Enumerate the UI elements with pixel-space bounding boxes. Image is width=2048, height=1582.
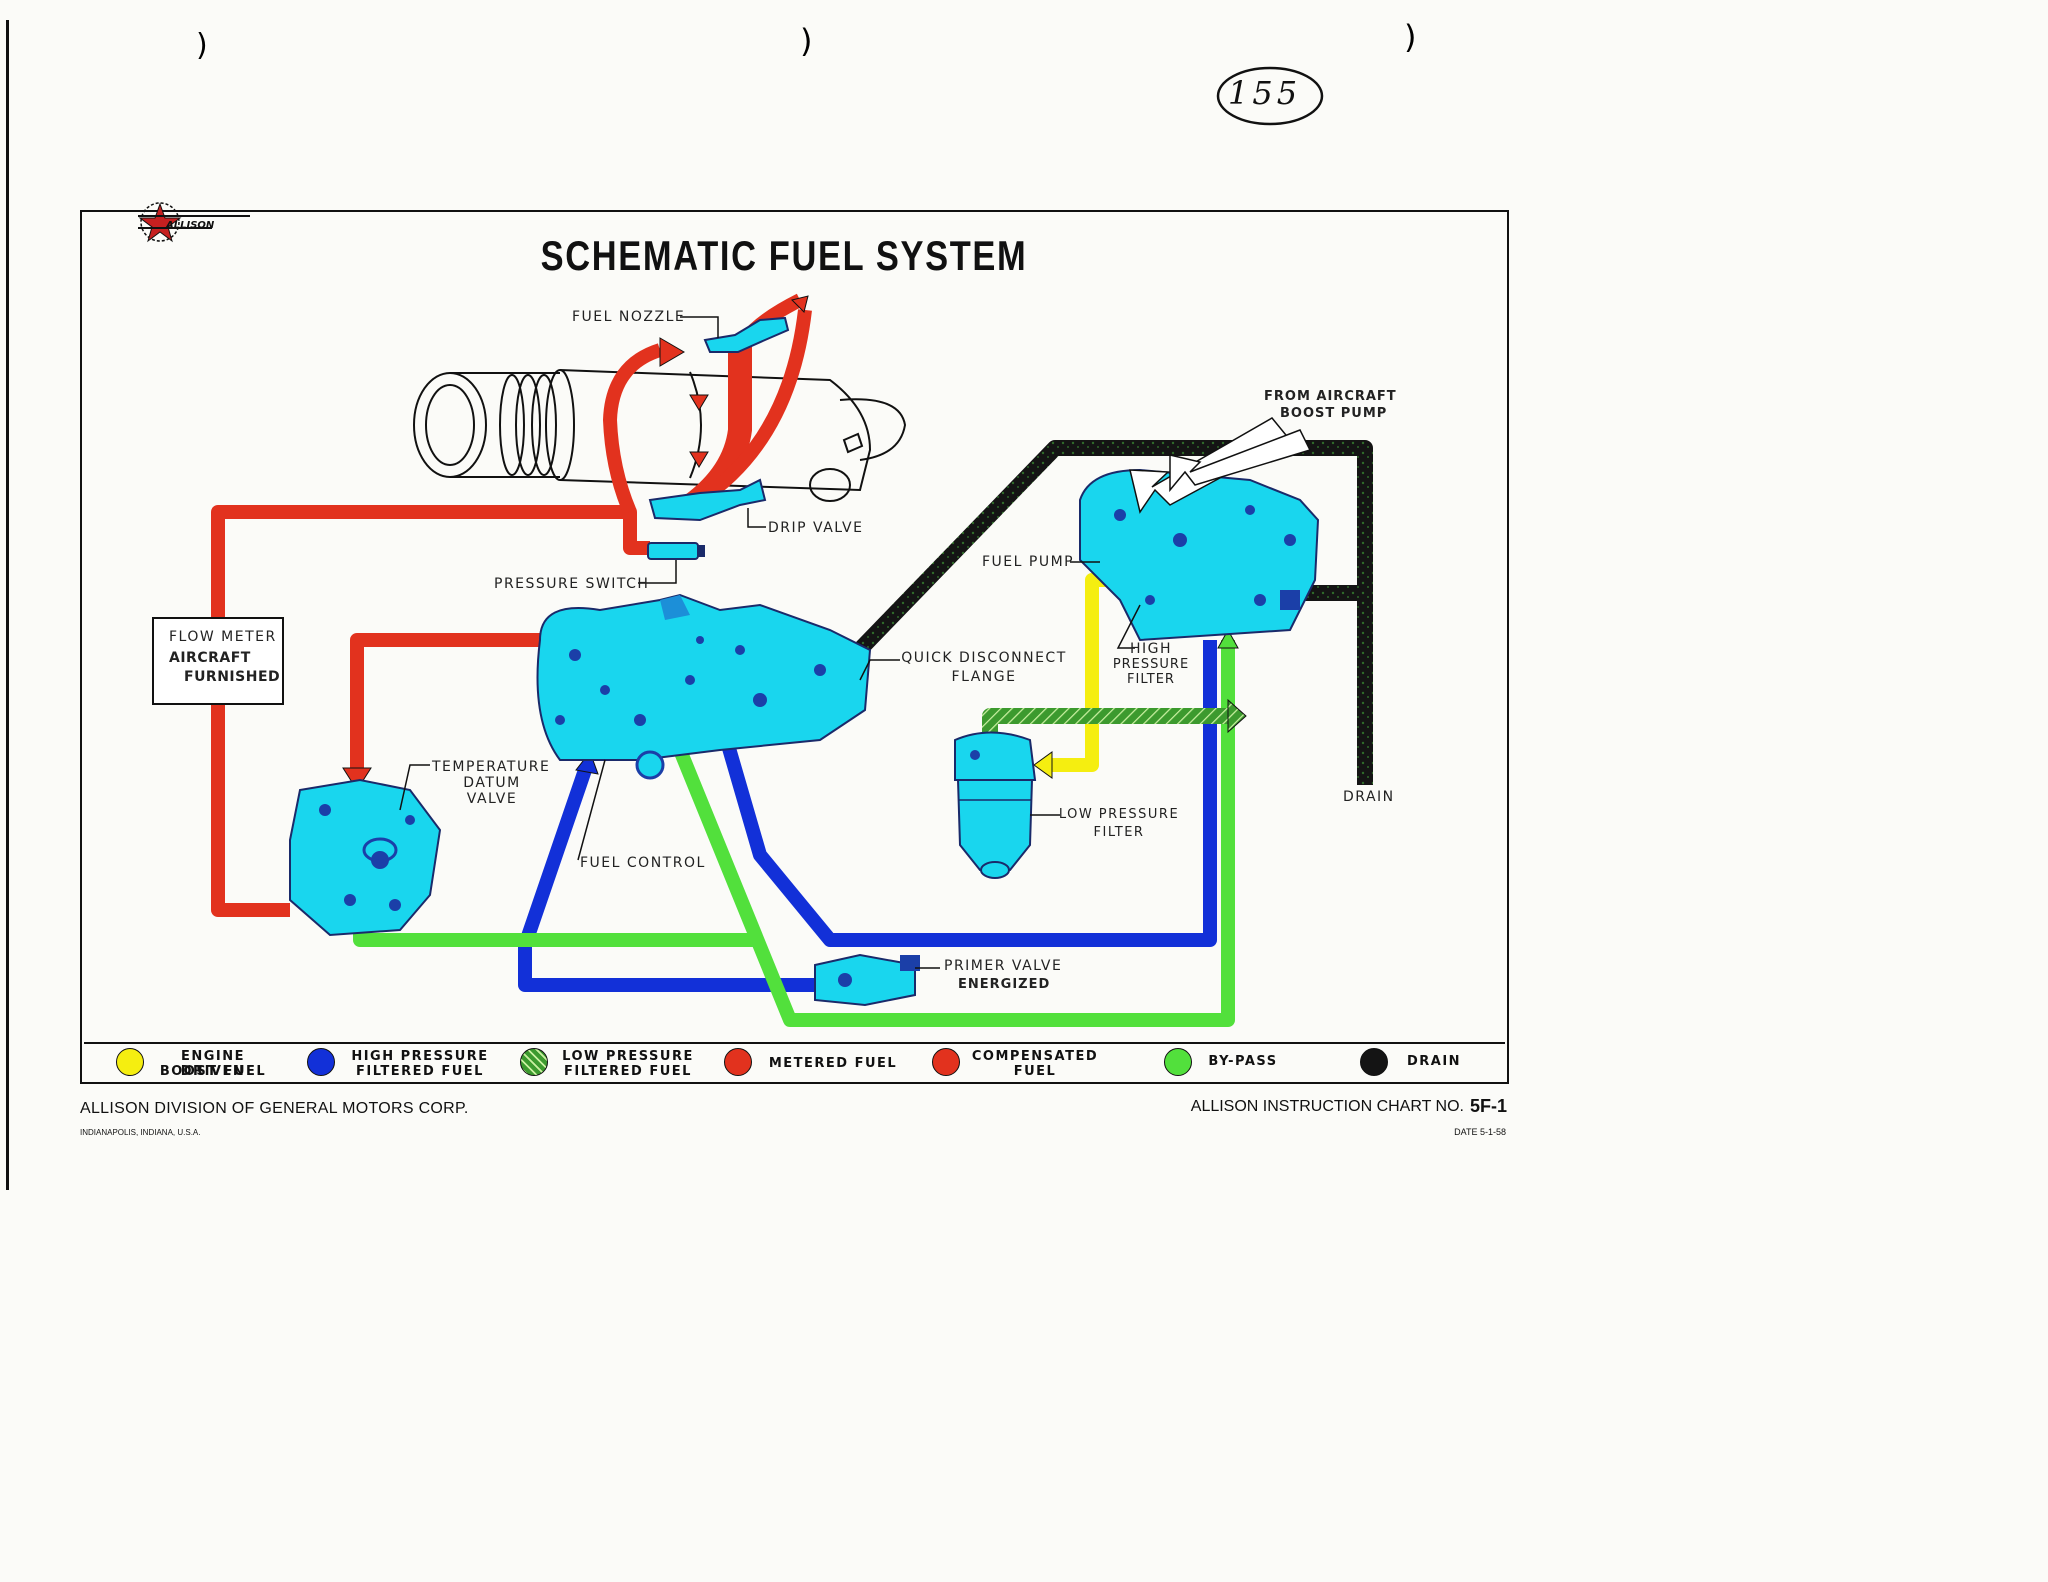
leader-lines xyxy=(399,316,1141,969)
legend-compensated-line1: COMPENSATED xyxy=(971,1049,1099,1064)
logo-text: ALLISON xyxy=(166,220,215,231)
binder-hole-mark-right: ) xyxy=(1404,18,1417,56)
low-pressure-line xyxy=(982,708,1236,740)
legend-lp-line1: LOW PRESSURE xyxy=(562,1049,694,1064)
temp-datum-label-2: DATUM xyxy=(463,775,521,791)
binder-hole-mark-left: ) xyxy=(196,28,208,63)
legend-lp-line2: FILTERED FUEL xyxy=(564,1064,692,1079)
boost-pump-inlet-arrows xyxy=(1129,417,1312,514)
fuel-pump xyxy=(1079,468,1320,642)
fuel-nozzle xyxy=(703,316,790,353)
bypass-arrowhead xyxy=(1217,628,1239,649)
footer-chart-number: 5F-1 xyxy=(1470,1096,1508,1116)
low-pressure-arrowhead xyxy=(1227,698,1247,734)
drain-label: DRAIN xyxy=(1343,789,1395,805)
primer-valve-label: PRIMER VALVE xyxy=(944,958,1063,974)
temperature-datum-valve xyxy=(289,778,442,937)
legend-boost-line2: BOOST FUEL xyxy=(159,1064,267,1079)
fuel-pump-label: FUEL PUMP xyxy=(982,554,1075,570)
flow-meter-box xyxy=(152,617,284,705)
temp-datum-label-1: TEMPERATURE xyxy=(432,759,551,775)
binder-hole-mark-center: ) xyxy=(800,22,813,60)
flow-meter-aircraft-label: AIRCRAFT xyxy=(169,650,251,666)
low-pressure-filter xyxy=(954,731,1037,879)
page-number-circle xyxy=(1216,66,1324,126)
high-pressure-lines xyxy=(518,640,1217,992)
boost-fuel-arrowhead xyxy=(1033,751,1053,779)
legend-swatch-compensated xyxy=(932,1048,960,1076)
drip-valve-label: DRIP VALVE xyxy=(768,520,864,536)
temp-datum-label-3: VALVE xyxy=(466,791,518,807)
engine-combustor xyxy=(413,369,907,502)
quick-disconnect-label-1: QUICK DISCONNECT xyxy=(901,650,1067,666)
footer-date: DATE 5-1-58 xyxy=(1454,1127,1506,1137)
fuel-nozzle-label: FUEL NOZZLE xyxy=(572,309,686,325)
pressure-switch-label: PRESSURE SWITCH xyxy=(494,576,650,592)
fuel-control-unit xyxy=(536,593,872,780)
metered-fuel-arrowheads xyxy=(342,295,809,791)
legend-hp-line1: HIGH PRESSURE xyxy=(351,1049,489,1064)
legend-bar xyxy=(84,1042,1505,1082)
legend-hp-line2: FILTERED FUEL xyxy=(356,1064,484,1079)
legend-swatch-drain xyxy=(1360,1048,1388,1076)
flow-meter-furnished-label: FURNISHED xyxy=(184,669,281,685)
diagram-frame xyxy=(80,210,1509,1084)
legend-boost-line1: ENGINE DRIVEN xyxy=(180,1049,246,1079)
from-aircraft-label-2: BOOST PUMP xyxy=(1280,406,1388,421)
fuel-control-label: FUEL CONTROL xyxy=(580,855,706,871)
legend-swatch-metered xyxy=(724,1048,752,1076)
from-aircraft-label-1: FROM AIRCRAFT xyxy=(1264,389,1397,404)
page-number: 155 xyxy=(1228,74,1302,112)
schematic-diagram xyxy=(152,293,1373,1027)
flow-meter-label: FLOW METER xyxy=(169,629,277,645)
footer-location: INDIANAPOLIS, INDIANA, U.S.A. xyxy=(80,1128,201,1137)
primer-energized-label: ENERGIZED xyxy=(958,977,1051,992)
hp-filter-label-3: FILTER xyxy=(1127,672,1175,687)
legend-bypass-line1: BY-PASS xyxy=(1208,1054,1278,1069)
drip-valve xyxy=(648,478,767,522)
legend-swatch-low-pressure xyxy=(520,1048,548,1076)
legend-drain-line1: DRAIN xyxy=(1406,1054,1462,1069)
legend-metered-line1: METERED FUEL xyxy=(768,1056,898,1071)
footer-chart-prefix: ALLISON INSTRUCTION CHART NO. xyxy=(1190,1098,1464,1115)
hp-filter-label-1: HIGH xyxy=(1129,641,1173,657)
page-left-edge xyxy=(6,20,9,1190)
page-title: SCHEMATIC FUEL SYSTEM xyxy=(540,232,1028,279)
primer-valve xyxy=(814,953,920,1007)
lp-filter-label-1: LOW PRESSURE xyxy=(1058,807,1180,822)
metered-fuel-lines xyxy=(211,293,812,917)
legend-compensated-line2: FUEL xyxy=(1013,1064,1057,1079)
pressure-switch xyxy=(647,542,705,560)
allison-logo-icon xyxy=(138,202,250,243)
legend-swatch-high-pressure xyxy=(307,1048,335,1076)
legend-swatch-bypass xyxy=(1164,1048,1192,1076)
hp-filter-label-2: PRESSURE xyxy=(1112,657,1190,672)
quick-disconnect-label-2: FLANGE xyxy=(951,669,1017,685)
lp-filter-label-2: FILTER xyxy=(1093,825,1145,840)
legend-swatch-boost xyxy=(116,1048,144,1076)
footer-company: ALLISON DIVISION OF GENERAL MOTORS CORP. xyxy=(80,1100,469,1117)
